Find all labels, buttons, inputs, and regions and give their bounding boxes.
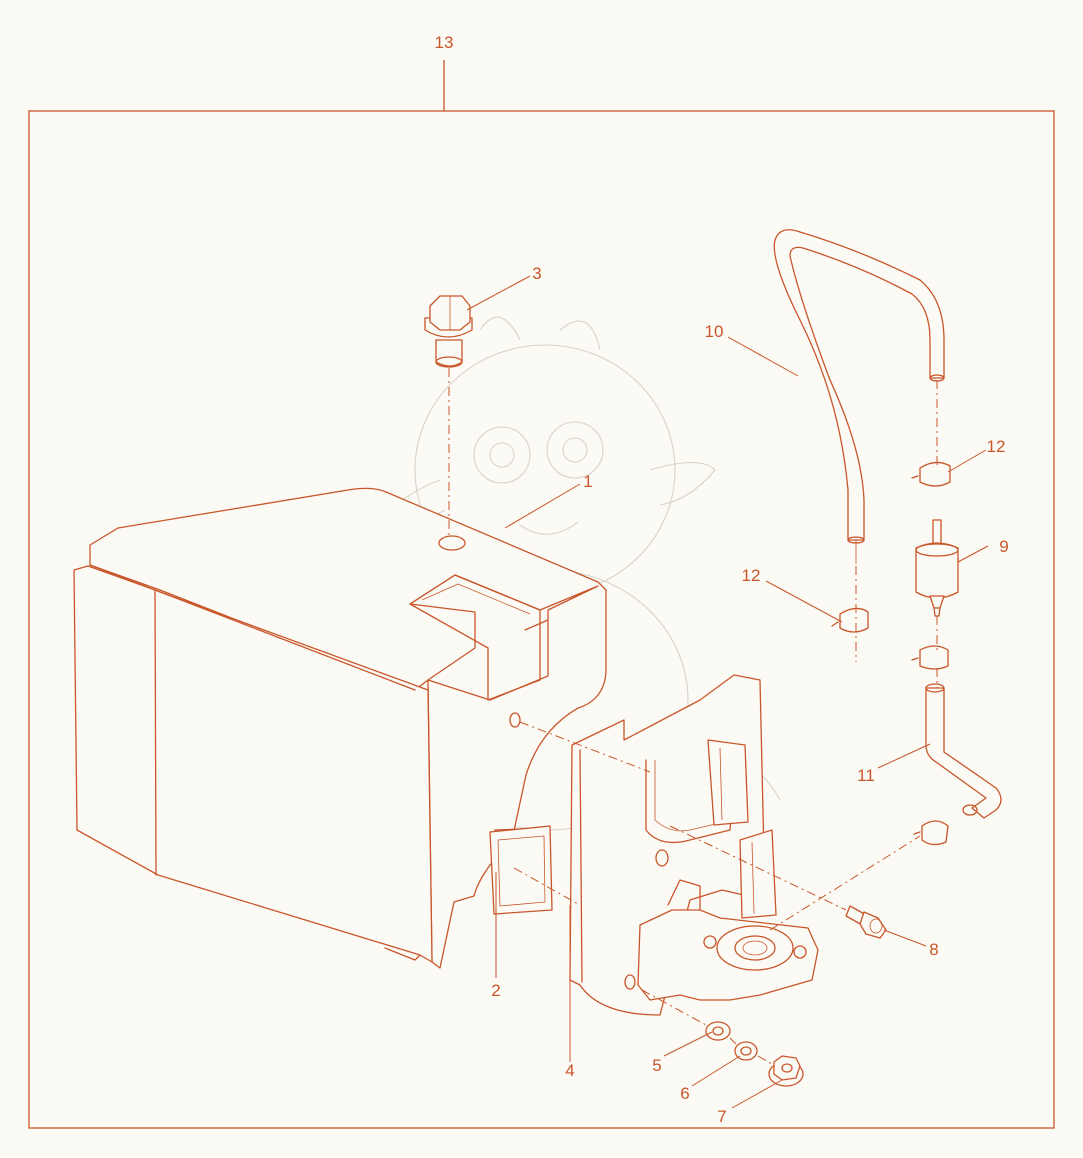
callout-8: 8	[929, 940, 938, 959]
callout-11: 11	[857, 766, 875, 785]
fuel-filter	[915, 519, 959, 617]
callout-2: 2	[491, 981, 500, 1000]
flange-nut	[768, 1055, 804, 1087]
callout-13: 13	[435, 33, 454, 52]
leader-lines	[466, 275, 989, 1109]
callout-7: 7	[717, 1107, 726, 1126]
callout-12-upper: 12	[987, 437, 1006, 456]
bolt	[845, 905, 887, 939]
callout-labels: 13 3 1 10 12 9 12 11 8 2 4 5 6 7	[435, 33, 1009, 1126]
fuel-tank	[73, 487, 607, 969]
hose-clip-middle	[911, 645, 949, 670]
hose-clip-lower	[913, 820, 949, 846]
callout-4: 4	[565, 1061, 574, 1080]
callout-10: 10	[705, 322, 724, 341]
callout-9: 9	[999, 537, 1008, 556]
callout-5: 5	[652, 1056, 661, 1075]
hose-clip-upper	[911, 461, 951, 487]
lock-washer	[734, 1041, 758, 1061]
fuel-outlet-fitting	[624, 879, 819, 1001]
short-fuel-hose	[925, 683, 1002, 819]
hose-clip-left	[831, 607, 869, 633]
assembly-frame	[28, 60, 1055, 1129]
mounting-bracket	[569, 674, 777, 1016]
callout-6: 6	[680, 1084, 689, 1103]
callout-12-left: 12	[742, 566, 761, 585]
assembly-centerlines	[448, 368, 938, 1065]
fuel-hose	[773, 229, 945, 564]
callout-1: 1	[583, 472, 592, 491]
gasket	[489, 825, 553, 915]
filler-bolt	[424, 295, 473, 368]
callout-3: 3	[532, 264, 541, 283]
flat-washer	[705, 1021, 731, 1041]
